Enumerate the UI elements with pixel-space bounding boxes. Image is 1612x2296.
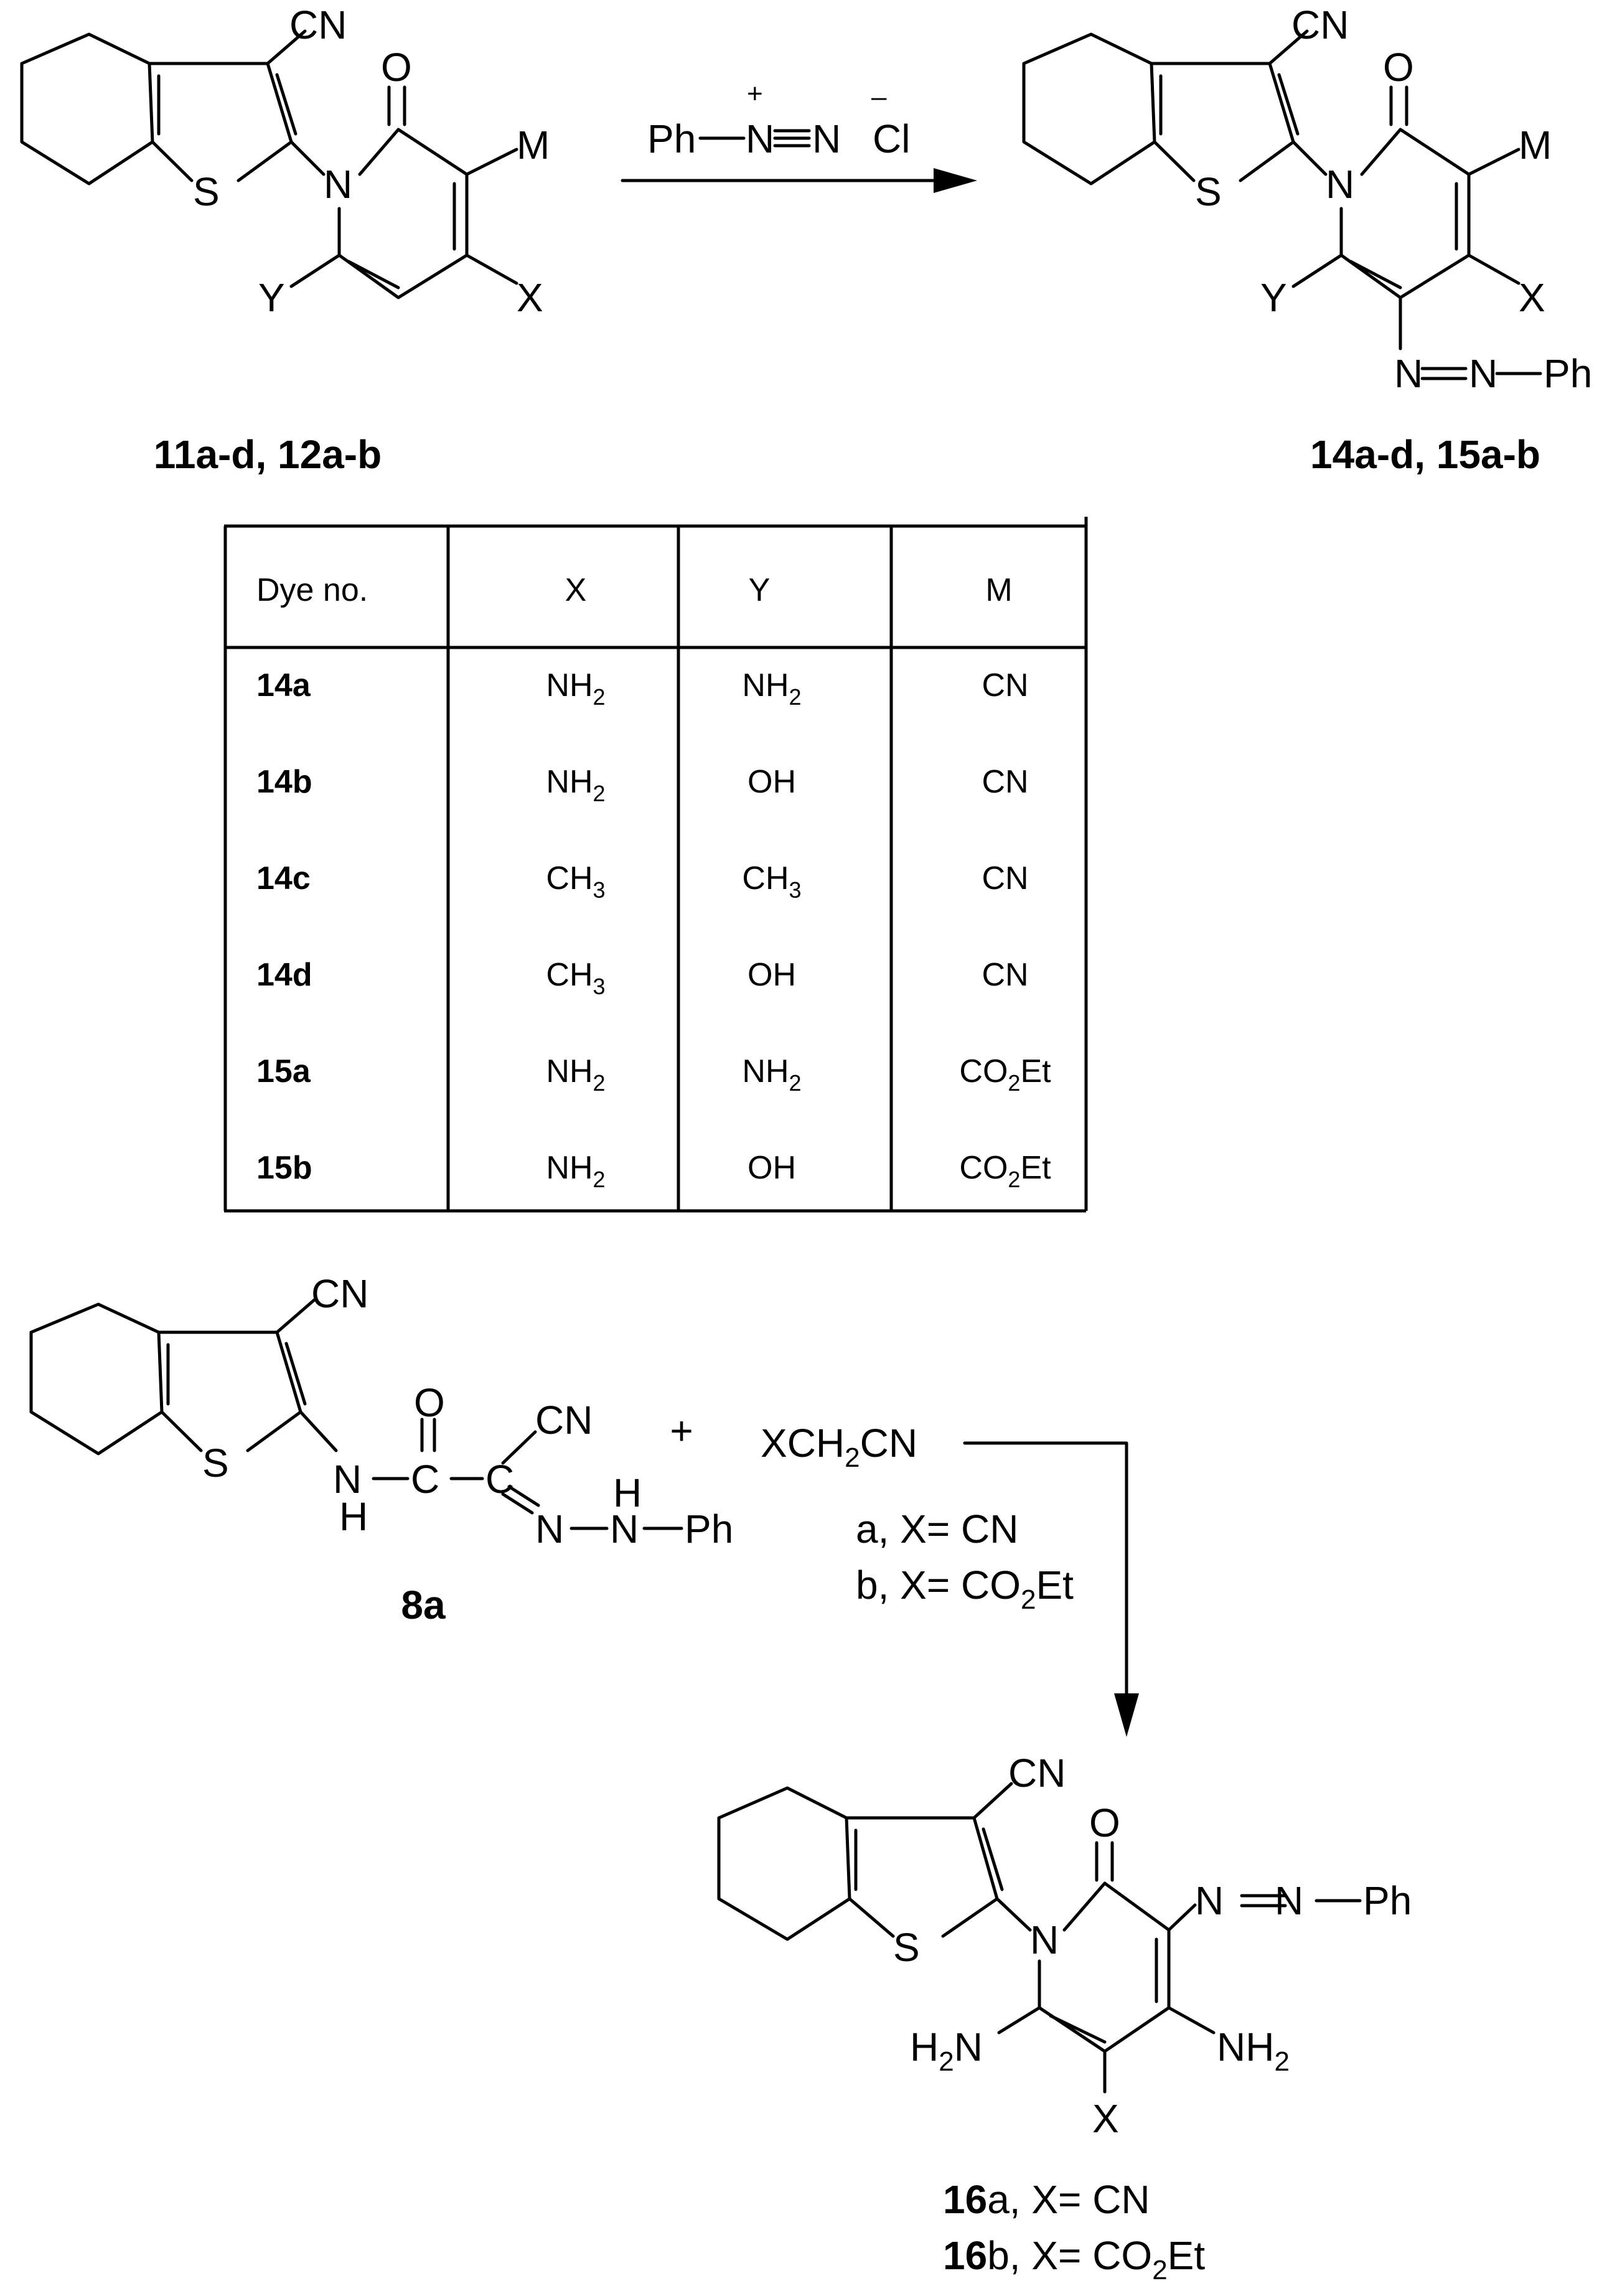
cell-m: CN [982, 957, 1028, 993]
svg-text:N: N [746, 116, 774, 161]
svg-text:N: N [610, 1507, 639, 1551]
cell-y: OH [747, 1150, 796, 1186]
product-16b-label: 16b, X= CO2Et [943, 2233, 1205, 2285]
cell-x: NH2 [546, 764, 605, 806]
atom-O: O [381, 45, 412, 90]
cell-dye: 14c [256, 860, 311, 896]
cell-dye: 14b [256, 764, 312, 800]
svg-text:X: X [1092, 2096, 1119, 2141]
cell-dye: 14a [256, 667, 311, 703]
compound-8a-structure: S CN N H C O C CN N N H Ph [29, 1271, 733, 1551]
svg-text:N: N [1195, 1878, 1224, 1923]
svg-text:CN: CN [311, 1271, 368, 1316]
atom-X: X [517, 275, 543, 320]
compound-8a-label: 8a [401, 1583, 446, 1627]
cell-x: NH2 [546, 1053, 605, 1096]
product-label: 14a-d, 15a-b [1310, 432, 1540, 477]
cell-x: NH2 [546, 1150, 605, 1192]
atom-M: M [517, 123, 550, 167]
atom-S: S [193, 169, 220, 214]
cell-m: CO2Et [959, 1053, 1051, 1096]
cell-x: NH2 [546, 667, 605, 710]
condition-b: b, X= CO2Et [856, 1563, 1074, 1615]
svg-text:C: C [485, 1457, 514, 1502]
svg-text:H2N: H2N [910, 2025, 983, 2077]
svg-text:S: S [202, 1441, 229, 1485]
svg-text:S: S [893, 1925, 920, 1970]
header-x: X [565, 572, 587, 608]
condition-a: a, X= CN [856, 1507, 1018, 1551]
cell-dye: 15a [256, 1053, 311, 1089]
cell-y: OH [747, 957, 796, 993]
header-y: Y [749, 572, 771, 608]
svg-text:S: S [1195, 169, 1222, 214]
svg-text:Ph: Ph [1544, 351, 1592, 396]
cell-x: CH3 [546, 957, 605, 999]
svg-text:N: N [1275, 1878, 1303, 1923]
svg-text:CN: CN [1291, 2, 1349, 47]
svg-text:N: N [1030, 1917, 1059, 1962]
atom-N: N [324, 162, 352, 207]
cell-dye: 14d [256, 957, 312, 993]
svg-text:O: O [1383, 45, 1414, 90]
reactant-structure: S CN N O M X Y [20, 2, 550, 320]
svg-text:N: N [333, 1457, 362, 1502]
svg-text:N: N [535, 1507, 564, 1551]
svg-text:N: N [1394, 351, 1423, 396]
atom-Y: Y [258, 275, 285, 320]
svg-text:O: O [1089, 1800, 1120, 1845]
cell-m: CN [982, 860, 1028, 896]
svg-text:Ph: Ph [685, 1507, 733, 1551]
svg-text:N: N [812, 116, 841, 161]
svg-text:N: N [1469, 351, 1497, 396]
svg-text:H: H [339, 1494, 368, 1539]
svg-text:Ph: Ph [1363, 1878, 1412, 1923]
svg-text:M: M [1519, 123, 1552, 167]
svg-text:CN: CN [535, 1398, 593, 1442]
cell-y: NH2 [742, 1053, 801, 1096]
svg-text:X: X [1519, 275, 1545, 320]
svg-text:O: O [414, 1380, 445, 1425]
cell-m: CN [982, 667, 1028, 703]
cell-dye: 15b [256, 1150, 312, 1186]
product-16-structure: S CN N O N N Ph NH2 H2N X [717, 1751, 1412, 2141]
svg-text:C: C [411, 1457, 439, 1502]
svg-text:Cl: Cl [873, 116, 910, 161]
product-structure: S CN N O M X Y N N Ph [1022, 2, 1592, 396]
product-16a-label: 16a, X= CN [943, 2177, 1150, 2222]
cell-m: CO2Et [959, 1150, 1051, 1192]
svg-text:Y: Y [1260, 275, 1287, 320]
reaction-arrow-1 [621, 168, 977, 193]
reactant-label: 11a-d, 12a-b [154, 432, 382, 477]
cell-y: CH3 [742, 860, 801, 903]
reagent-xch2cn: XCH2CN [761, 1421, 917, 1473]
svg-text:N: N [1326, 162, 1354, 207]
svg-text:CN: CN [1008, 1751, 1066, 1795]
header-dye: Dye no. [256, 572, 368, 608]
diazonium-reagent: Ph N + N – Cl [647, 78, 910, 161]
header-m: M [985, 572, 1012, 608]
plus-sign: + [670, 1408, 693, 1453]
cell-x: CH3 [546, 860, 605, 903]
svg-text:+: + [747, 78, 763, 109]
reaction-arrow-2 [963, 1441, 1139, 1737]
svg-text:H: H [613, 1470, 642, 1515]
svg-text:NH2: NH2 [1217, 2025, 1290, 2077]
atom-CN: CN [289, 2, 347, 47]
svg-text:–: – [871, 82, 887, 112]
svg-text:Ph: Ph [647, 116, 696, 161]
cell-m: CN [982, 764, 1028, 800]
cell-y: NH2 [742, 667, 801, 710]
cell-y: OH [747, 764, 796, 800]
